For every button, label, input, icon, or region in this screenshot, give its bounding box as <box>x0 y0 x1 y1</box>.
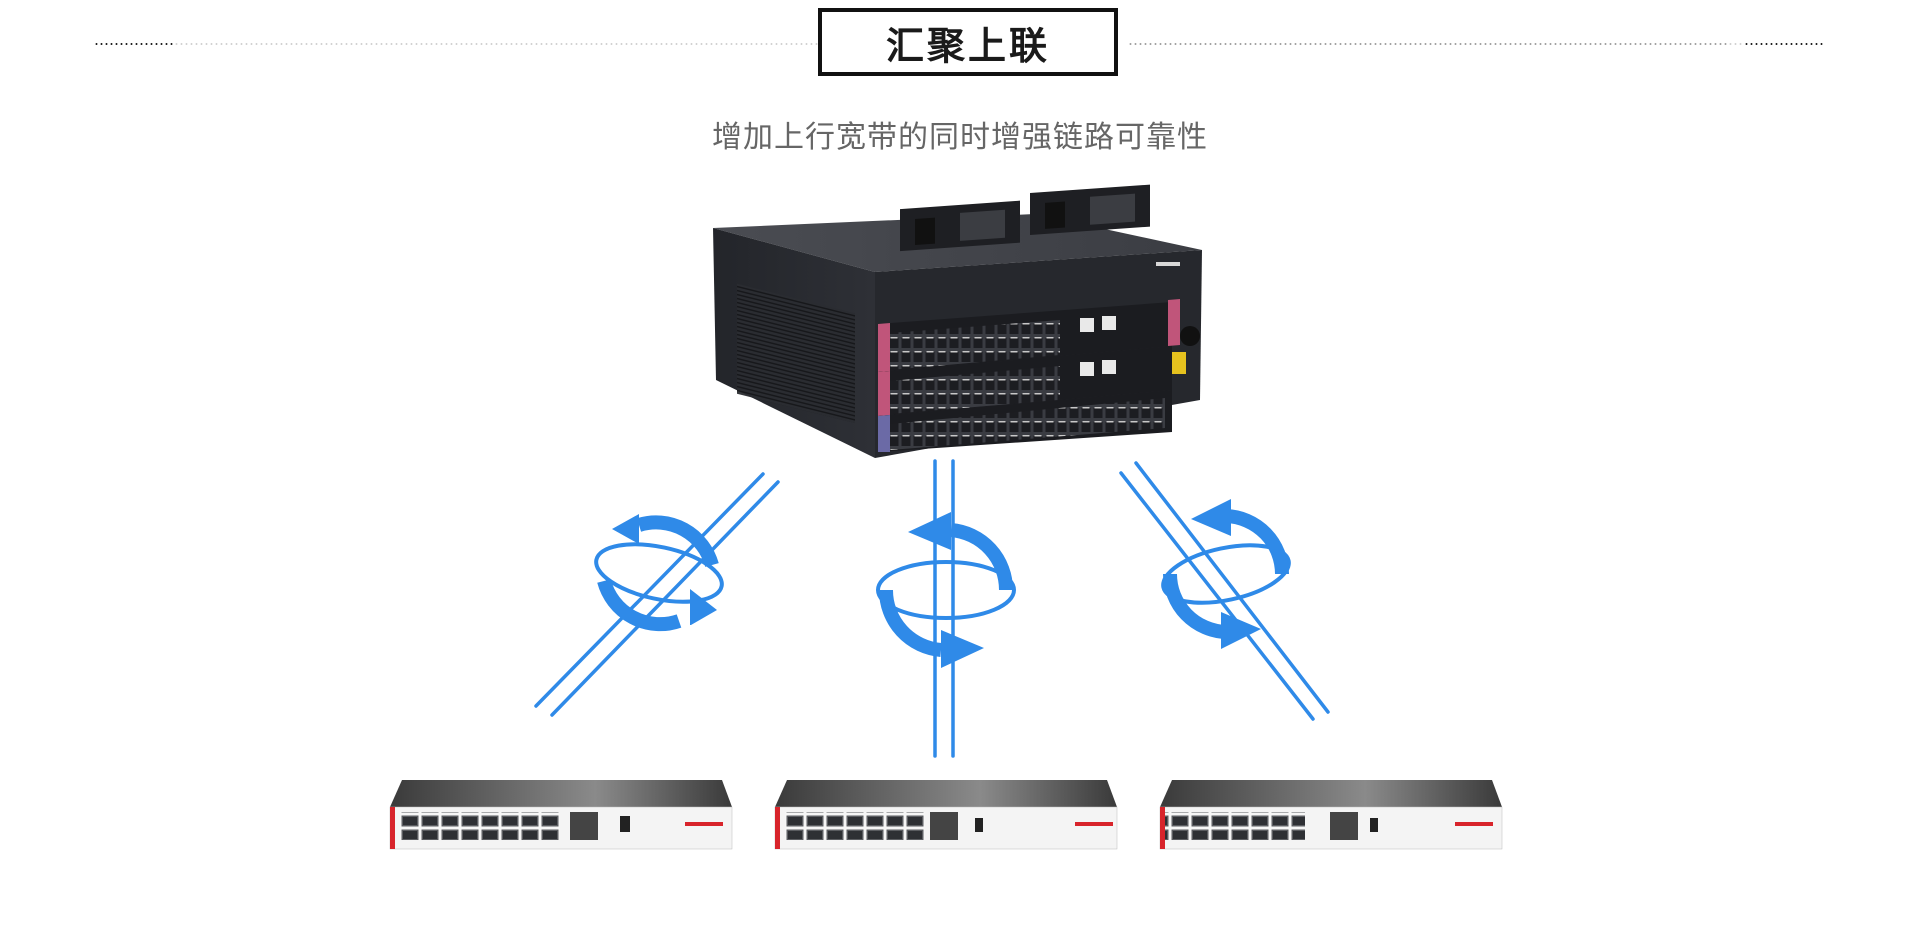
rotate-arrows-icon <box>1161 499 1291 649</box>
header-divider-right <box>1128 43 1824 45</box>
access-switch-right <box>1159 780 1503 850</box>
uplink-center <box>933 459 955 758</box>
access-switch-left <box>389 780 733 850</box>
line-card-2 <box>878 346 1186 416</box>
header-divider-left <box>94 43 818 45</box>
section-title-box: 汇聚上联 <box>818 8 1118 76</box>
status-label <box>1172 352 1186 374</box>
section-subtitle: 增加上行宽带的同时增强链路可靠性 <box>712 120 1208 155</box>
power-supply-row <box>900 184 1180 266</box>
line-card-3 <box>878 390 1172 452</box>
uplink-left <box>534 472 780 717</box>
section-title: 汇聚上联 <box>885 23 1050 68</box>
rotate-arrows-icon <box>876 512 1016 668</box>
rotate-arrows-icon <box>594 514 724 632</box>
access-switch-center <box>774 780 1118 850</box>
brand-logo <box>1075 822 1113 826</box>
brand-logo <box>1455 822 1493 826</box>
chassis-vent <box>737 283 855 424</box>
line-card-1 <box>878 299 1180 372</box>
brand-logo <box>1156 262 1180 266</box>
brand-logo <box>685 822 723 826</box>
uplink-right <box>1119 461 1330 721</box>
chassis-handle <box>1180 326 1200 346</box>
core-chassis-switch <box>713 184 1202 458</box>
